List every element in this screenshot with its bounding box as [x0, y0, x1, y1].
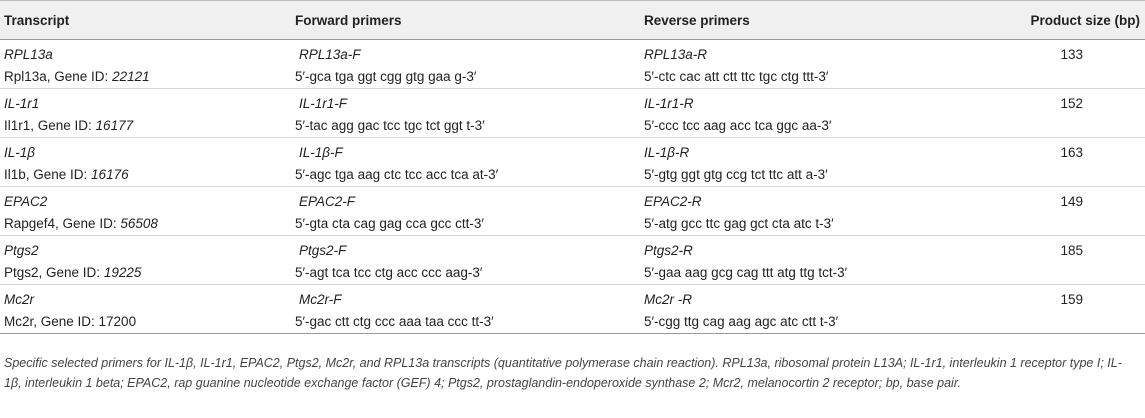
forward-primer-sequence: 5′-gca tga ggt cgg gtg gaa g-3′: [295, 69, 477, 84]
forward-primer-name: RPL13a-F: [299, 47, 361, 62]
transcript-cell: IL-1β Il1b, Gene ID: 16176: [0, 137, 291, 187]
forward-primer-cell: Mc2r-F 5′-gac ctt ctg ccc aaa taa ccc tt…: [291, 284, 640, 334]
gene-info: Ptgs2, Gene ID: 19225: [4, 262, 291, 284]
transcript-name: Ptgs2: [4, 243, 39, 258]
product-size-cell: 185: [944, 235, 1145, 285]
reverse-primer-sequence: 5′-atg gcc ttc gag gct cta atc t-3′: [644, 216, 834, 231]
header-forward-primers: Forward primers: [291, 0, 640, 40]
transcript-cell: Mc2r Mc2r, Gene ID: 17200: [0, 284, 291, 334]
header-reverse-primers: Reverse primers: [640, 0, 944, 40]
forward-primer-name: EPAC2-F: [299, 194, 356, 209]
reverse-primer-name: Mc2r -R: [644, 292, 692, 307]
gene-info: Il1r1, Gene ID: 16177: [4, 115, 291, 137]
transcript-cell: IL-1r1 Il1r1, Gene ID: 16177: [0, 88, 291, 138]
reverse-primer-sequence: 5′-cgg ttg cag aag agc atc ctt t-3′: [644, 314, 839, 329]
header-row: Transcript Forward primers Reverse prime…: [0, 0, 1145, 40]
transcript-name: EPAC2: [4, 194, 48, 209]
reverse-primer-cell: EPAC2-R 5′-atg gcc ttc gag gct cta atc t…: [640, 186, 944, 236]
gene-prefix: Il1r1, Gene ID:: [4, 118, 96, 133]
reverse-primer-sequence: 5′-gaa aag gcg cag ttt atg ttg tct-3′: [644, 265, 848, 280]
reverse-primer-cell: Mc2r -R 5′-cgg ttg cag aag agc atc ctt t…: [640, 284, 944, 334]
gene-prefix: Ptgs2, Gene ID:: [4, 265, 104, 280]
reverse-primer-name: IL-1r1-R: [644, 96, 694, 111]
transcript-name: Mc2r: [4, 292, 34, 307]
forward-primer-cell: Ptgs2-F 5′-agt tca tcc ctg acc ccc aag-3…: [291, 235, 640, 285]
reverse-primer-name: IL-1β-R: [644, 145, 690, 160]
reverse-primer-name: Ptgs2-R: [644, 243, 693, 258]
header-product-size: Product size (bp): [944, 0, 1145, 40]
product-size-cell: 152: [944, 88, 1145, 138]
table-caption: Specific selected primers for IL-1β, IL-…: [4, 356, 1122, 390]
forward-primer-name: IL-1r1-F: [299, 96, 348, 111]
gene-info: Rpl13a, Gene ID: 22121: [4, 66, 291, 88]
reverse-primer-cell: Ptgs2-R 5′-gaa aag gcg cag ttt atg ttg t…: [640, 235, 944, 285]
transcript-name: RPL13a: [4, 47, 53, 62]
product-size-cell: 163: [944, 137, 1145, 187]
transcript-name: IL-1r1: [4, 96, 40, 111]
table-row: Mc2r Mc2r, Gene ID: 17200 Mc2r-F 5′-gac …: [0, 284, 1145, 334]
reverse-primer-cell: IL-1r1-R 5′-ccc tcc aag acc tca ggc aa-3…: [640, 88, 944, 138]
gene-info: Rapgef4, Gene ID: 56508: [4, 213, 291, 235]
gene-id: 19225: [103, 265, 142, 280]
reverse-primer-cell: IL-1β-R 5′-gtg ggt gtg ccg tct ttc att a…: [640, 137, 944, 187]
forward-primer-sequence: 5′-gac ctt ctg ccc aaa taa ccc tt-3′: [295, 314, 494, 329]
table-row: Ptgs2 Ptgs2, Gene ID: 19225 Ptgs2-F 5′-a…: [0, 235, 1145, 285]
transcript-cell: EPAC2 Rapgef4, Gene ID: 56508: [0, 186, 291, 236]
table-row: EPAC2 Rapgef4, Gene ID: 56508 EPAC2-F 5′…: [0, 186, 1145, 236]
forward-primer-sequence: 5′-agt tca tcc ctg acc ccc aag-3′: [295, 265, 483, 280]
transcript-cell: RPL13a Rpl13a, Gene ID: 22121: [0, 39, 291, 89]
primer-table: Transcript Forward primers Reverse prime…: [0, 0, 1145, 334]
gene-info: Il1b, Gene ID: 16176: [4, 164, 291, 186]
forward-primer-name: Ptgs2-F: [299, 243, 347, 258]
table-row: IL-1r1 Il1r1, Gene ID: 16177 IL-1r1-F 5′…: [0, 88, 1145, 138]
forward-primer-sequence: 5′-gta cta cag gag cca gcc ctt-3′: [295, 216, 484, 231]
reverse-primer-cell: RPL13a-R 5′-ctc cac att ctt ttc tgc ctg …: [640, 39, 944, 89]
forward-primer-cell: IL-1β-F 5′-agc tga aag ctc tcc acc tca a…: [291, 137, 640, 187]
gene-id: 16176: [91, 167, 129, 182]
reverse-primer-name: EPAC2-R: [644, 194, 702, 209]
forward-primer-name: Mc2r-F: [299, 292, 342, 307]
gene-id: 56508: [120, 216, 158, 231]
gene-prefix: Rpl13a, Gene ID:: [4, 69, 113, 84]
transcript-cell: Ptgs2 Ptgs2, Gene ID: 19225: [0, 235, 291, 285]
forward-primer-sequence: 5′-tac agg gac tcc tgc tct ggt t-3′: [295, 118, 485, 133]
forward-primer-sequence: 5′-agc tga aag ctc tcc acc tca at-3′: [295, 167, 499, 182]
table-row: RPL13a Rpl13a, Gene ID: 22121 RPL13a-F 5…: [0, 39, 1145, 89]
forward-primer-name: IL-1β-F: [299, 145, 343, 160]
gene-prefix: Il1b, Gene ID:: [4, 167, 92, 182]
forward-primer-cell: EPAC2-F 5′-gta cta cag gag cca gcc ctt-3…: [291, 186, 640, 236]
gene-id: 22121: [112, 69, 150, 84]
gene-id: 16177: [95, 118, 134, 133]
table-row: IL-1β Il1b, Gene ID: 16176 IL-1β-F 5′-ag…: [0, 137, 1145, 187]
forward-primer-cell: IL-1r1-F 5′-tac agg gac tcc tgc tct ggt …: [291, 88, 640, 138]
header-transcript: Transcript: [0, 0, 291, 40]
reverse-primer-sequence: 5′-ccc tcc aag acc tca ggc aa-3′: [644, 118, 832, 133]
gene-prefix: Rapgef4, Gene ID:: [4, 216, 121, 231]
transcript-name: IL-1β: [4, 145, 35, 160]
reverse-primer-sequence: 5′-gtg ggt gtg ccg tct ttc att a-3′: [644, 167, 828, 182]
gene-prefix: Mc2r, Gene ID: 17200: [4, 314, 137, 329]
product-size-cell: 133: [944, 39, 1145, 89]
reverse-primer-sequence: 5′-ctc cac att ctt ttc tgc ctg ttt-3′: [644, 69, 829, 84]
reverse-primer-name: RPL13a-R: [644, 47, 708, 62]
forward-primer-cell: RPL13a-F 5′-gca tga ggt cgg gtg gaa g-3′: [291, 39, 640, 89]
product-size-cell: 149: [944, 186, 1145, 236]
gene-info: Mc2r, Gene ID: 17200: [4, 311, 291, 333]
product-size-cell: 159: [944, 284, 1145, 334]
